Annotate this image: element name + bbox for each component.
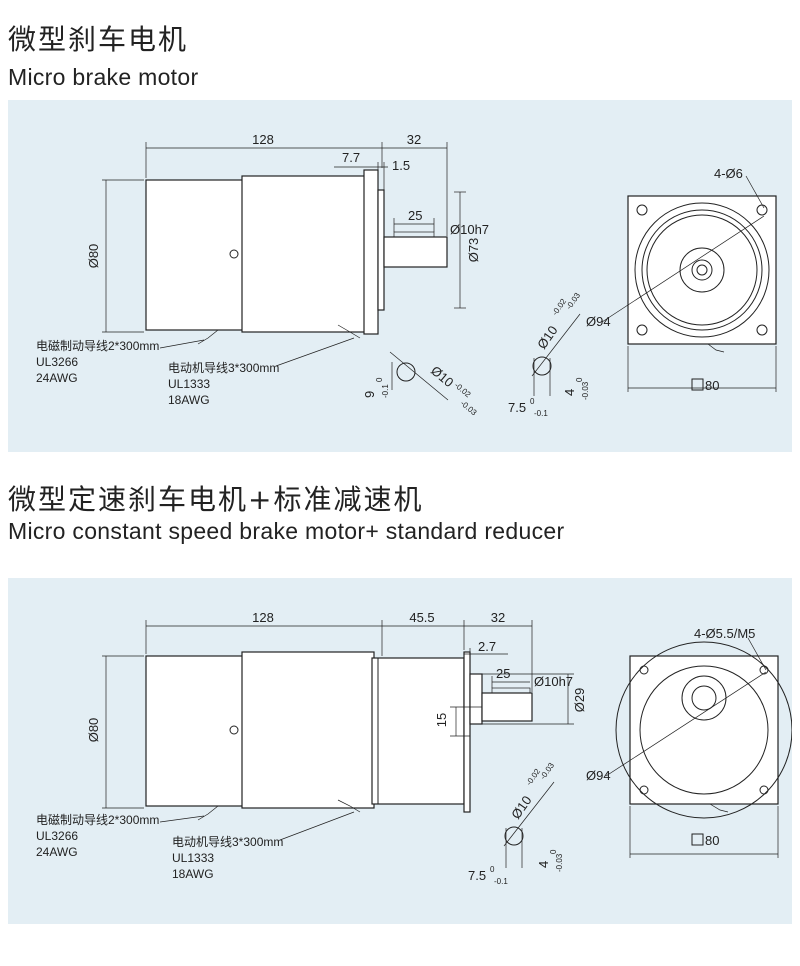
gearbox-flange xyxy=(463,651,471,813)
section1-drawing-panel: 128 32 7.7 1.5 25 Ø10h7 Ø80 Ø73 电磁制动导线2*… xyxy=(8,100,792,452)
end-view-body-circle xyxy=(639,665,769,795)
end-view-pcd-circle xyxy=(615,641,792,819)
detail-key-w-tol-lo: -0.03 xyxy=(581,381,590,400)
detail-flat-tol-hi: 0 xyxy=(490,865,495,874)
wire1-line2: UL3266 xyxy=(36,355,78,369)
shaft-detail-circle xyxy=(504,826,524,846)
section2-title-cn: 微型定速刹车电机+标准减速机 xyxy=(8,483,424,516)
dim-boss-dia: Ø29 xyxy=(572,688,587,713)
wire1-line1: 电磁制动导线2*300mm xyxy=(36,338,159,353)
dim-length: 128 xyxy=(252,132,274,147)
section2-drawing: 128 45.5 32 2.7 25 Ø10h7 15 Ø80 Ø29 电磁制动… xyxy=(36,610,792,886)
dim-key-length: 25 xyxy=(496,666,510,681)
detail-shaft-dia: Ø10 xyxy=(534,323,560,352)
detail-shaft-dia: Ø10 xyxy=(508,793,534,822)
detail-key-dia: Ø10 xyxy=(428,363,456,390)
gearbox-body xyxy=(371,657,465,805)
detail-key-h: 9 xyxy=(362,391,377,398)
dim-shaft-offset: 15 xyxy=(434,713,449,727)
output-shaft xyxy=(383,236,448,268)
dim-holes: 4-Ø6 xyxy=(714,166,743,181)
screw-mark xyxy=(229,725,239,735)
dim-1-5: 1.5 xyxy=(392,158,410,173)
wire1-line1: 电磁制动导线2*300mm xyxy=(36,812,159,827)
detail-flat-tol-lo: -0.1 xyxy=(494,877,508,886)
square-symbol xyxy=(691,378,704,391)
wire1-line3: 24AWG xyxy=(36,845,78,859)
wire2-line1: 电动机导线3*300mm xyxy=(172,835,283,849)
end-view-flange xyxy=(627,195,777,345)
detail-shaft-dia-tol-lo: -0.03 xyxy=(538,761,556,782)
motor-rear-cover xyxy=(145,655,245,807)
dim-square: 80 xyxy=(705,833,719,848)
dim-body-dia: Ø80 xyxy=(86,244,101,269)
detail-key-w-tol-hi: 0 xyxy=(575,377,584,382)
dim-pcd: Ø94 xyxy=(586,314,611,329)
dim-7-7: 7.7 xyxy=(342,150,360,165)
shaft-detail-circle xyxy=(532,356,552,376)
wire1-line3: 24AWG xyxy=(36,371,78,385)
dim-flange-dia: Ø73 xyxy=(466,238,481,263)
wire2-line2: UL1333 xyxy=(172,851,214,865)
detail-key-w: 4 xyxy=(562,389,577,396)
shaft-key xyxy=(393,231,435,238)
wire2-line2: UL1333 xyxy=(168,377,210,391)
mount-hole xyxy=(636,324,648,336)
mount-hole xyxy=(636,204,648,216)
dim-shaft-length: 32 xyxy=(491,610,505,625)
motor-rear-cover xyxy=(145,179,245,331)
dim-body-dia: Ø80 xyxy=(86,718,101,743)
square-symbol xyxy=(691,833,704,846)
flange-spigot xyxy=(377,189,385,311)
dim-shaft-dia: Ø10h7 xyxy=(534,674,573,689)
motor-body xyxy=(241,175,375,333)
wire2-line3: 18AWG xyxy=(168,393,210,407)
detail-key-h-tol-hi: 0 xyxy=(375,377,384,382)
mount-hole xyxy=(759,785,769,795)
detail-flat: 7.5 xyxy=(468,868,486,883)
wire2-line3: 18AWG xyxy=(172,867,214,881)
end-view-body-circle xyxy=(634,202,770,338)
dim-gear-length: 45.5 xyxy=(409,610,434,625)
mount-hole xyxy=(639,665,649,675)
detail-flat: 7.5 xyxy=(508,400,526,415)
dim-key-length: 25 xyxy=(408,208,422,223)
dim-holes: 4-Ø5.5/M5 xyxy=(694,626,755,641)
motor-flange xyxy=(363,169,379,335)
mount-hole xyxy=(756,324,768,336)
shaft-key xyxy=(491,687,531,694)
output-shaft xyxy=(481,692,533,722)
detail-key-dia-tol-lo: -0.03 xyxy=(459,399,479,418)
detail-key-w-tol-hi: 0 xyxy=(549,849,558,854)
section1-title-en: Micro brake motor xyxy=(8,64,199,90)
detail-shaft-dia-tol-lo: -0.03 xyxy=(564,291,582,312)
detail-key-w-tol-lo: -0.03 xyxy=(555,853,564,872)
dim-shaft-length: 32 xyxy=(407,132,421,147)
dim-2-7: 2.7 xyxy=(478,639,496,654)
section2-drawing-panel: 128 45.5 32 2.7 25 Ø10h7 15 Ø80 Ø29 电磁制动… xyxy=(8,578,792,924)
dim-shaft-dia: Ø10h7 xyxy=(450,222,489,237)
mount-hole xyxy=(639,785,649,795)
section2-title-en: Micro constant speed brake motor+ standa… xyxy=(8,518,565,544)
wire1-line2: UL3266 xyxy=(36,829,78,843)
section1-title-cn: 微型刹车电机 xyxy=(8,23,189,56)
motor-body xyxy=(241,651,375,809)
dim-pcd: Ø94 xyxy=(586,768,611,783)
gearbox-boss xyxy=(469,673,483,725)
detail-key-w: 4 xyxy=(536,861,551,868)
detail-flat-tol-hi: 0 xyxy=(530,397,535,406)
dim-length: 128 xyxy=(252,610,274,625)
end-view-flange xyxy=(629,655,779,805)
section1-drawing: 128 32 7.7 1.5 25 Ø10h7 Ø80 Ø73 电磁制动导线2*… xyxy=(36,132,777,418)
screw-mark xyxy=(229,249,239,259)
detail-flat-tol-lo: -0.1 xyxy=(534,409,548,418)
key-detail-circle xyxy=(396,362,416,382)
detail-key-dia-tol-hi: -0.02 xyxy=(453,381,473,400)
detail-key-h-tol-lo: -0.1 xyxy=(381,384,390,398)
dim-square: 80 xyxy=(705,378,719,393)
wire2-line1: 电动机导线3*300mm xyxy=(168,361,279,375)
